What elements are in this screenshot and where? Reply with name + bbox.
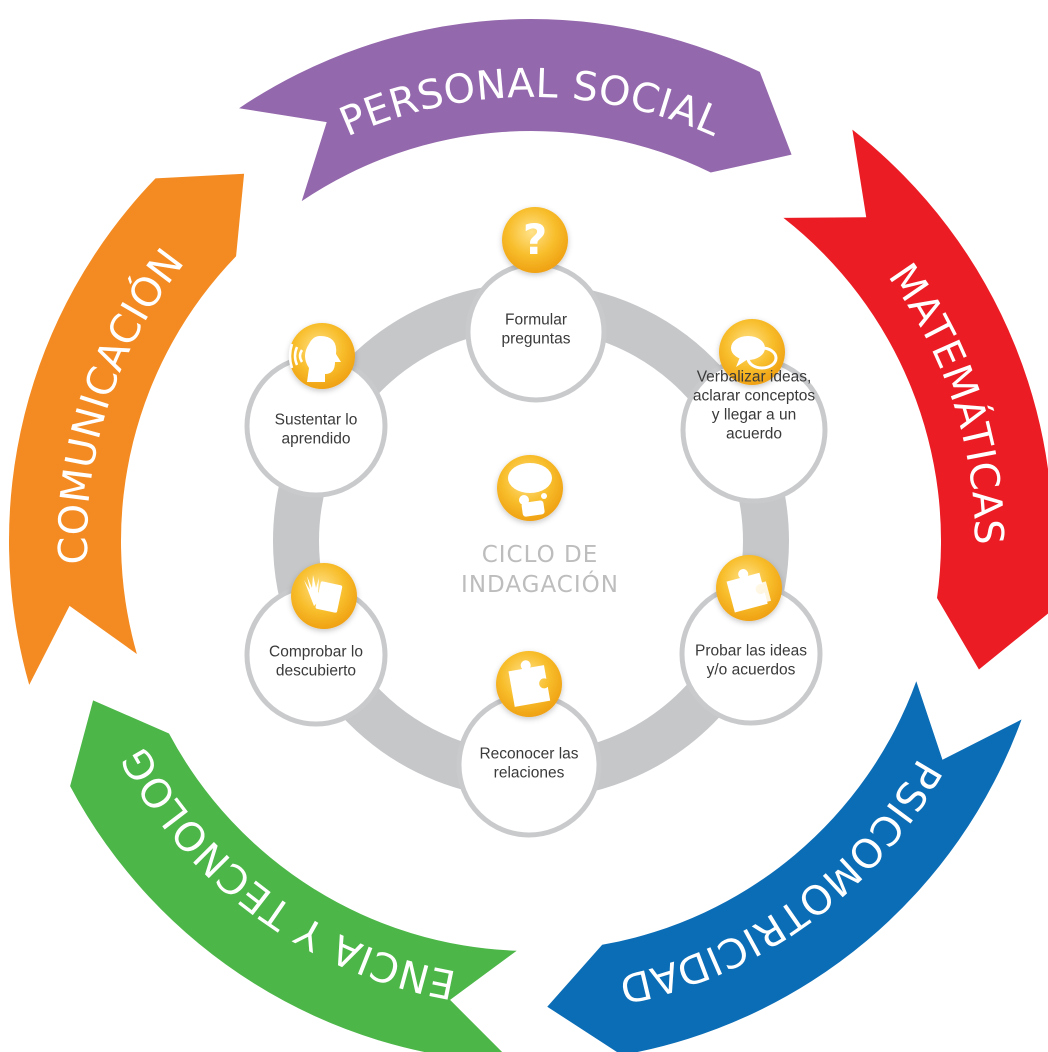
segment-arrow bbox=[239, 19, 792, 202]
segment-arrow bbox=[547, 681, 1022, 1052]
step-label-line: descubierto bbox=[276, 663, 356, 680]
speaking-head-icon bbox=[288, 336, 341, 382]
segment-arrow bbox=[70, 700, 517, 1052]
step-label-line: Formular bbox=[505, 312, 567, 329]
step-label-line: y llegar a un bbox=[712, 407, 796, 424]
step-verbalizar-ideas: Verbalizar ideas, aclarar conceptos y lleg… bbox=[680, 319, 828, 504]
step-formular-preguntas: ? Formular preguntas bbox=[465, 207, 607, 403]
center-title-line-1: CICLO DE bbox=[482, 542, 599, 568]
step-comprobar-descubierto: Comprobar lo descubierto bbox=[244, 563, 388, 727]
step-probar-ideas: Probar las ideas y/o acuerdos bbox=[679, 555, 823, 726]
puzzle-pieces-icon bbox=[726, 569, 772, 613]
step-reconocer-relaciones: Reconocer las relaciones bbox=[456, 651, 602, 838]
step-sustentar-aprendido: Sustentar lo aprendido bbox=[244, 323, 388, 498]
step-label-line: y/o acuerdos bbox=[707, 662, 796, 679]
svg-text:?: ? bbox=[523, 215, 547, 264]
segment-arrow bbox=[8, 173, 245, 685]
step-label-line: Sustentar lo bbox=[275, 412, 358, 429]
step-label-line: preguntas bbox=[502, 331, 571, 348]
question-mark-icon: ? bbox=[523, 215, 547, 264]
segment-comunicacion: COMUNICACIÓN bbox=[8, 173, 245, 685]
hands-paper-icon bbox=[304, 575, 343, 613]
center-title-line-2: INDAGACIÓN bbox=[461, 570, 619, 598]
speech-bubbles-icon bbox=[731, 336, 778, 370]
step-label-line: aclarar conceptos bbox=[693, 388, 816, 405]
puzzle-piece-icon bbox=[508, 660, 551, 707]
thought-bubble-icon-glyph bbox=[508, 463, 552, 517]
step-label-line: aprendido bbox=[282, 431, 351, 448]
segment-personal-social: PERSONAL SOCIAL bbox=[239, 19, 792, 202]
step-label-line: acuerdo bbox=[726, 426, 782, 443]
step-label-line: Probar las ideas bbox=[695, 643, 807, 660]
segment-arrow bbox=[783, 129, 1048, 670]
step-label-line: relaciones bbox=[494, 765, 565, 782]
step-label-line: Verbalizar ideas, bbox=[697, 369, 812, 386]
segment-matematicas: MATEMÁTICAS bbox=[783, 129, 1048, 670]
step-label-line: Reconocer las bbox=[479, 746, 578, 763]
step-label-line: Comprobar lo bbox=[269, 644, 363, 661]
step-icon-badge bbox=[502, 207, 568, 273]
